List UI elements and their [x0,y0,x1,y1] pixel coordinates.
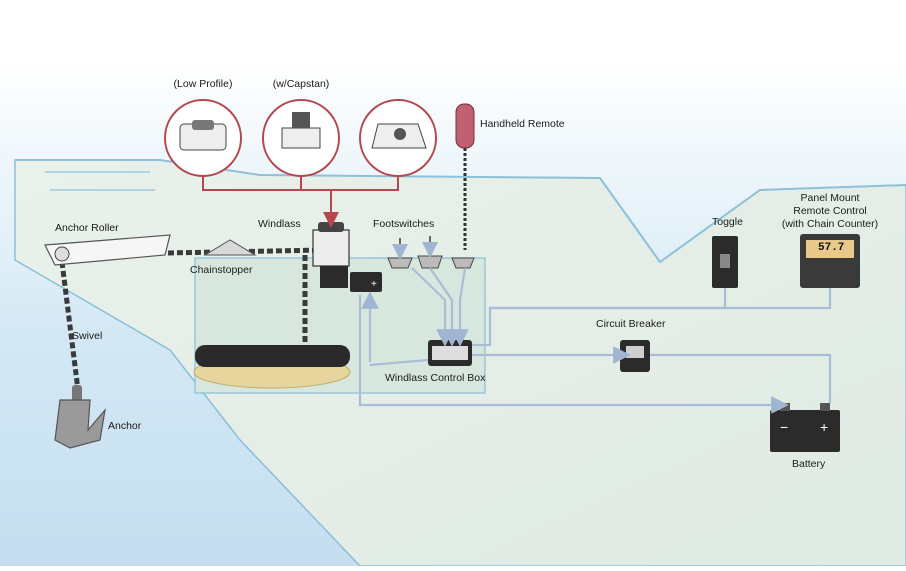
battery-pos-sign: + [820,419,828,435]
label-windlass-control-box: Windlass Control Box [385,372,486,384]
label-swivel: Swivel [72,330,103,342]
label-panel-mount-3: (with Chain Counter) [781,218,879,230]
anchor [54,399,106,449]
bow-line-3 [14,259,361,567]
footswitch-2 [417,255,443,269]
variant-capstan [262,99,340,177]
anchor-roller [44,234,171,266]
label-footswitches: Footswitches [373,218,435,230]
battery-neg-sign: − [780,419,788,435]
chainstopper [203,239,257,256]
windlass-body [312,229,350,267]
variant-low-profile [164,99,242,177]
toggle-lever [720,254,730,268]
footswitch-1 [387,257,413,269]
label-circuit-breaker: Circuit Breaker [596,318,666,330]
label-chainstopper: Chainstopper [190,264,253,276]
label-anchor: Anchor [108,420,142,432]
solenoid [350,272,382,292]
panel-readout: 57.7 [818,242,845,254]
anchor-roller-wheel [54,246,70,262]
label-panel-mount-1: Panel Mount [800,192,860,204]
hull-rail [15,159,906,264]
battery [770,410,840,452]
battery-terminal-neg [780,403,790,411]
control-box-panel [432,346,468,360]
handheld-remote [455,103,475,149]
label-anchor-roller: Anchor Roller [55,222,119,234]
windlass-motor [320,266,348,288]
windlass-cap [318,222,344,232]
variant-label-low-profile: (Low Profile) [173,78,233,90]
label-toggle: Toggle [712,216,743,228]
label-panel-mount-2: Remote Control [793,205,867,217]
swivel [72,385,82,403]
variant-horizontal [359,99,437,177]
chain-pile [195,345,350,367]
battery-terminal-pos [820,403,830,411]
circuit-breaker-window [626,346,644,358]
variant-link [202,176,399,220]
panel-display [806,240,854,258]
label-battery: Battery [792,458,826,470]
anchor-rode [59,261,81,391]
wiring [358,267,832,414]
variant-label-capstan: (w/Capstan) [272,78,330,90]
label-handheld-remote: Handheld Remote [480,118,565,130]
label-windlass: Windlass [258,218,301,230]
anchor-chain [59,247,326,258]
footswitch-3 [451,257,475,269]
solenoid-plus: + [371,279,377,290]
